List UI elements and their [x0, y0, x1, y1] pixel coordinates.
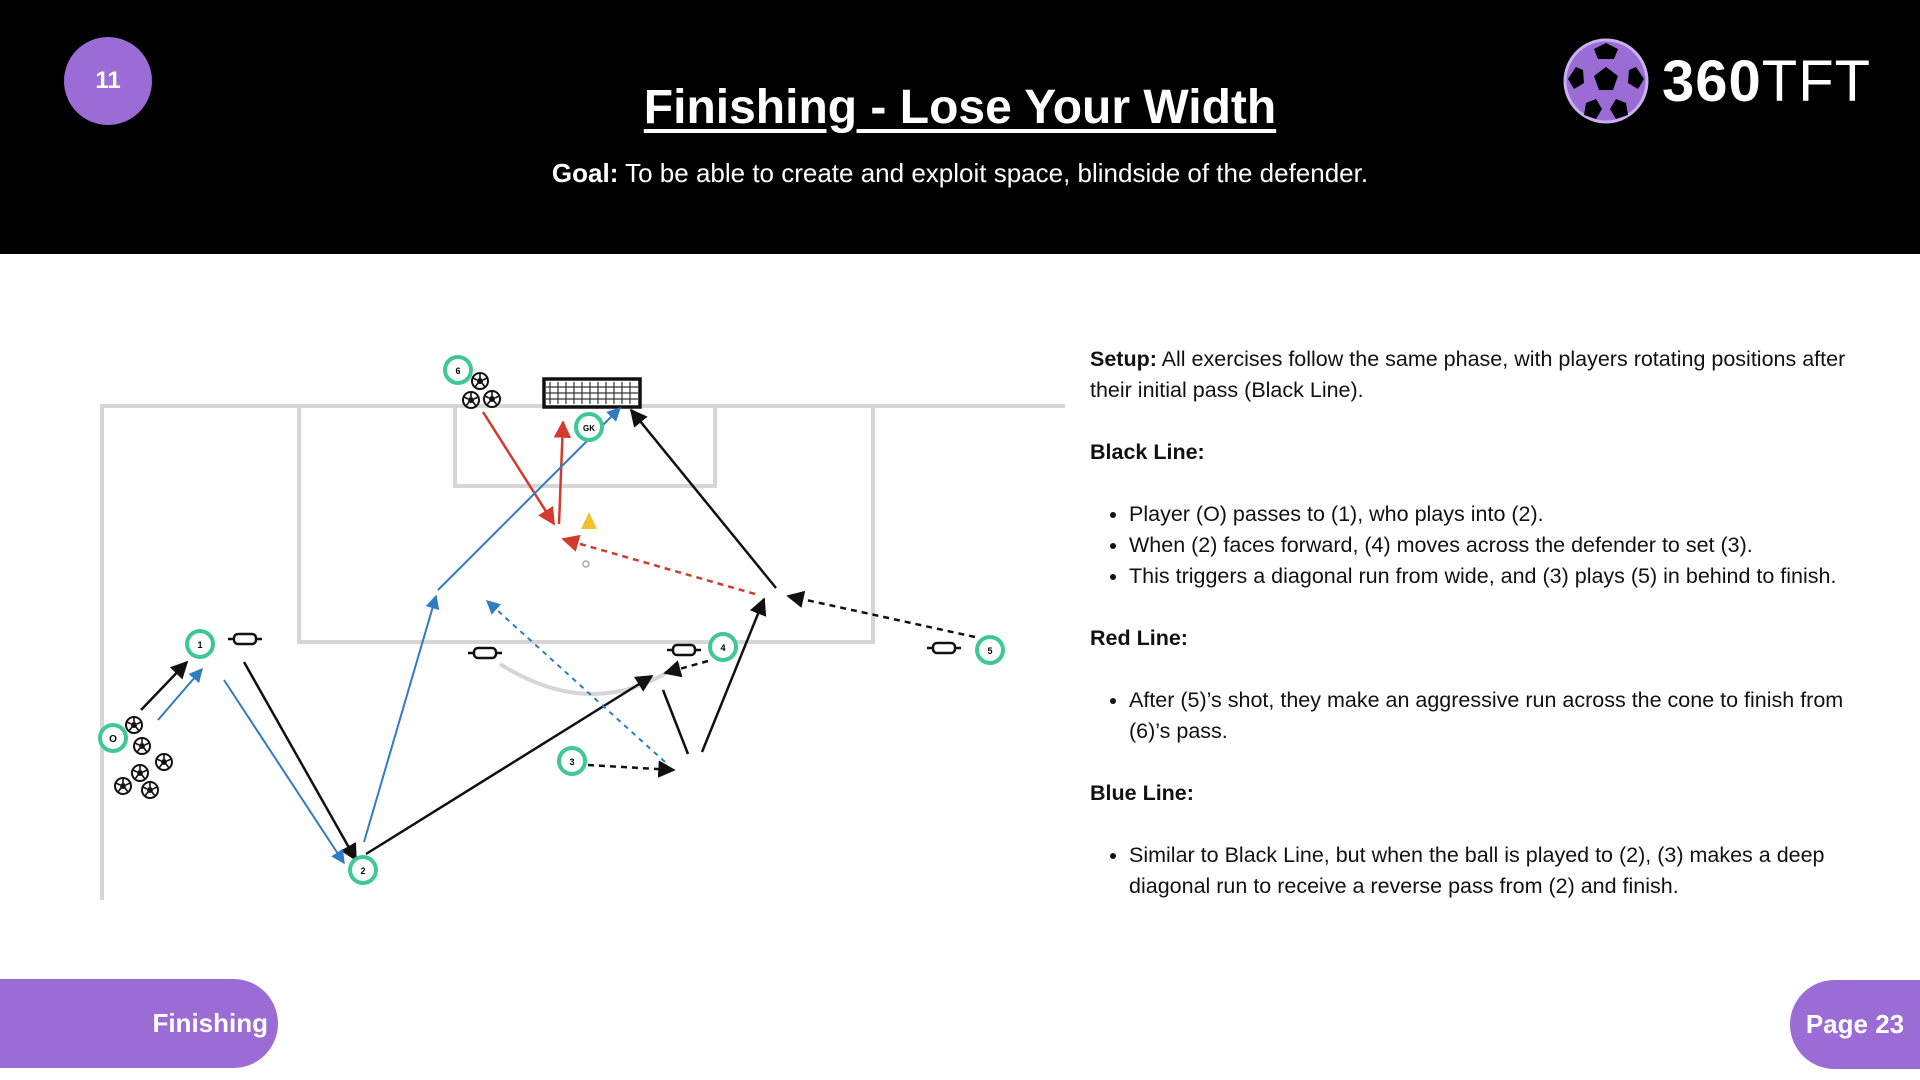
player-1: 1 [185, 629, 215, 659]
setup-paragraph: Setup: All exercises follow the same pha… [1090, 344, 1870, 406]
brand-name-light: TFT [1761, 48, 1872, 114]
player-gk: GK [574, 412, 604, 442]
pass-o-to-1-blue [157, 667, 203, 721]
mannequin-icon [226, 632, 264, 646]
red-line-heading: Red Line: [1090, 626, 1188, 650]
ball-icon [131, 764, 149, 782]
blue-line-list: Similar to Black Line, but when the ball… [1090, 840, 1870, 902]
header-bar: 11 Finishing - Lose Your Width Goal: To … [0, 0, 1920, 254]
ball-icon [114, 777, 132, 795]
list-item: Player (O) passes to (1), who plays into… [1129, 499, 1870, 530]
pitch-markings [100, 404, 1065, 900]
player-5-label: 5 [987, 646, 992, 656]
pass-1-to-2-blue [223, 679, 345, 865]
red-line-moves [481, 411, 756, 596]
player-3: 3 [557, 746, 587, 776]
marker-dot [582, 560, 590, 568]
run-4-set [661, 689, 690, 755]
ball-icon [133, 737, 151, 755]
player-2: 2 [348, 855, 378, 885]
ball-icon [483, 390, 501, 408]
red-line-list: After (5)’s shot, they make an aggressiv… [1090, 685, 1870, 747]
list-item: After (5)’s shot, they make an aggressiv… [1129, 685, 1870, 747]
pass-1-to-2 [242, 661, 358, 862]
pass-3-to-5-run [587, 760, 676, 778]
goal-description: To be able to create and exploit space, … [618, 158, 1369, 188]
players: O 1 2 3 4 5 6 GK [98, 355, 1005, 885]
setup-label: Setup: [1090, 347, 1157, 371]
goal-text: Goal: To be able to create and exploit s… [0, 158, 1920, 189]
ball-icon [125, 716, 143, 734]
player-o-label: O [109, 734, 117, 745]
cone-icon [581, 512, 597, 529]
page-title: Finishing - Lose Your Width [643, 81, 1277, 134]
mannequin-icon [466, 646, 504, 660]
pass-o-to-1 [140, 660, 189, 711]
blue-line-heading: Blue Line: [1090, 781, 1194, 805]
list-item: This triggers a diagonal run from wide, … [1129, 561, 1870, 592]
player-1-label: 1 [197, 640, 202, 650]
player-6: 6 [443, 355, 473, 385]
ball-icon [141, 781, 159, 799]
brand-name-bold: 360 [1662, 48, 1762, 114]
black-line-heading: Black Line: [1090, 440, 1205, 464]
player-2-label: 2 [360, 866, 365, 876]
set-4-to-3 [663, 659, 709, 678]
player-4: 4 [708, 632, 738, 662]
ball-icon [471, 372, 489, 390]
player-6-label: 6 [455, 366, 460, 376]
brand-name: 360TFT [1662, 48, 1871, 115]
mannequin-icon [925, 641, 963, 655]
soccer-ball-icon [1563, 38, 1649, 124]
ball-icon [155, 753, 173, 771]
run-3-diagonal [700, 597, 767, 753]
player-4-label: 4 [720, 643, 725, 653]
drill-diagram: O 1 2 3 4 5 6 GK [98, 355, 1065, 900]
pass-6-red [481, 411, 556, 526]
session-number-badge: 11 [64, 37, 152, 125]
run-5-red [561, 534, 756, 596]
player-gk-label: GK [583, 424, 595, 433]
black-line-moves [140, 408, 976, 862]
goal-net [542, 377, 642, 409]
mannequin-icon [665, 643, 703, 657]
pass-2-to-4 [365, 674, 654, 856]
shot-5-finish [629, 408, 777, 589]
blue-line-moves [157, 407, 666, 865]
player-o: O [98, 723, 128, 753]
drill-notes: Setup: All exercises follow the same pha… [1090, 344, 1870, 933]
brand-logo: 360TFT [1562, 36, 1892, 126]
section-tab: Finishing [0, 979, 278, 1068]
setup-text: All exercises follow the same phase, wit… [1090, 347, 1846, 402]
list-item: Similar to Black Line, but when the ball… [1129, 840, 1870, 902]
page-number: Page 23 [1790, 980, 1920, 1069]
player-3-label: 3 [569, 757, 574, 767]
run-5-behind [786, 590, 976, 639]
player-5: 5 [975, 635, 1005, 665]
run-2-forward-blue [363, 594, 440, 843]
black-line-list: Player (O) passes to (1), who plays into… [1090, 499, 1870, 592]
goal-label: Goal: [551, 158, 619, 188]
list-item: When (2) faces forward, (4) moves across… [1129, 530, 1870, 561]
ball-icon [462, 391, 480, 409]
finish-red [553, 420, 572, 525]
reverse-run-blue [485, 600, 666, 763]
